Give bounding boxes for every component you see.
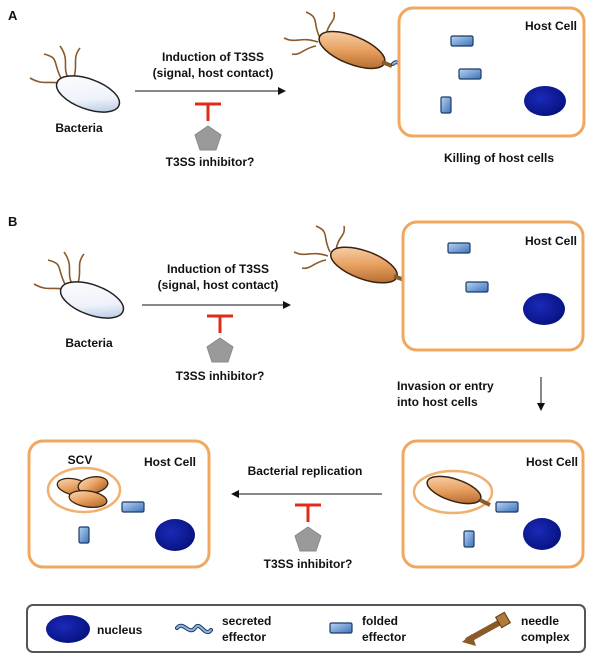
folded-effector-icon [78, 526, 90, 544]
legend-folded-line1: folded [362, 614, 398, 628]
host-cell-b2-label: Host Cell [526, 455, 578, 469]
inhibitor-b1-icon [205, 314, 235, 364]
inhibitor-b2-label: T3SS inhibitor? [264, 557, 353, 571]
induction-a-line2: (signal, host contact) [153, 66, 274, 80]
legend-nucleus-label: nucleus [97, 623, 143, 637]
folded-effector-icon [465, 281, 489, 293]
bacteria-a-label: Bacteria [55, 121, 103, 135]
induction-a-line1: Induction of T3SS [162, 50, 264, 64]
legend-folded-line2: effector [362, 630, 406, 644]
legend-needle-line1: needle [521, 614, 559, 628]
legend-nucleus-icon [46, 615, 90, 643]
bacteria-b-icon [33, 251, 125, 319]
folded-effector-icon [495, 501, 519, 513]
folded-effector-icon [458, 68, 482, 80]
nucleus-icon [524, 86, 566, 116]
outcome-a-label: Killing of host cells [444, 151, 554, 165]
replication-label: Bacterial replication [248, 464, 363, 478]
folded-effector-icon [463, 530, 475, 548]
legend-secreted-line2: effector [222, 630, 266, 644]
panel-b-label: B [8, 214, 17, 229]
inhibitor-b2-icon [293, 503, 323, 553]
host-cell-b1-label: Host Cell [525, 234, 577, 248]
panel-a-label: A [8, 8, 18, 23]
folded-effector-icon [121, 501, 145, 513]
inhibitor-a-label: T3SS inhibitor? [166, 155, 255, 169]
folded-effector-icon [440, 96, 452, 114]
folded-effector-icon [447, 242, 471, 254]
legend-secreted-effector-icon [175, 623, 213, 634]
folded-effector-icon [450, 35, 474, 47]
scv-bacteria-b2-icon [412, 469, 494, 515]
nucleus-icon [523, 293, 565, 325]
host-cell-b3-label: Host Cell [144, 455, 196, 469]
bacteria-b-label: Bacteria [65, 336, 113, 350]
scv-replicating-bacteria-icon [46, 466, 122, 514]
invasion-line2: into host cells [397, 395, 478, 409]
nucleus-icon [155, 519, 195, 551]
legend-secreted-line1: secreted [222, 614, 271, 628]
host-cell-a-label: Host Cell [525, 19, 577, 33]
inhibitor-b1-label: T3SS inhibitor? [176, 369, 265, 383]
inhibitor-a-icon [193, 102, 223, 152]
legend-folded-effector-icon [329, 622, 353, 634]
legend-box [26, 604, 586, 653]
nucleus-icon [523, 518, 561, 550]
legend-needle-complex-icon [462, 611, 512, 646]
induction-b-line2: (signal, host contact) [158, 278, 279, 292]
induction-b-line1: Induction of T3SS [167, 262, 269, 276]
scv-label: SCV [68, 453, 93, 467]
bacteria-a-icon [29, 45, 121, 113]
invasion-line1: Invasion or entry [397, 379, 494, 393]
legend-needle-line2: complex [521, 630, 570, 644]
